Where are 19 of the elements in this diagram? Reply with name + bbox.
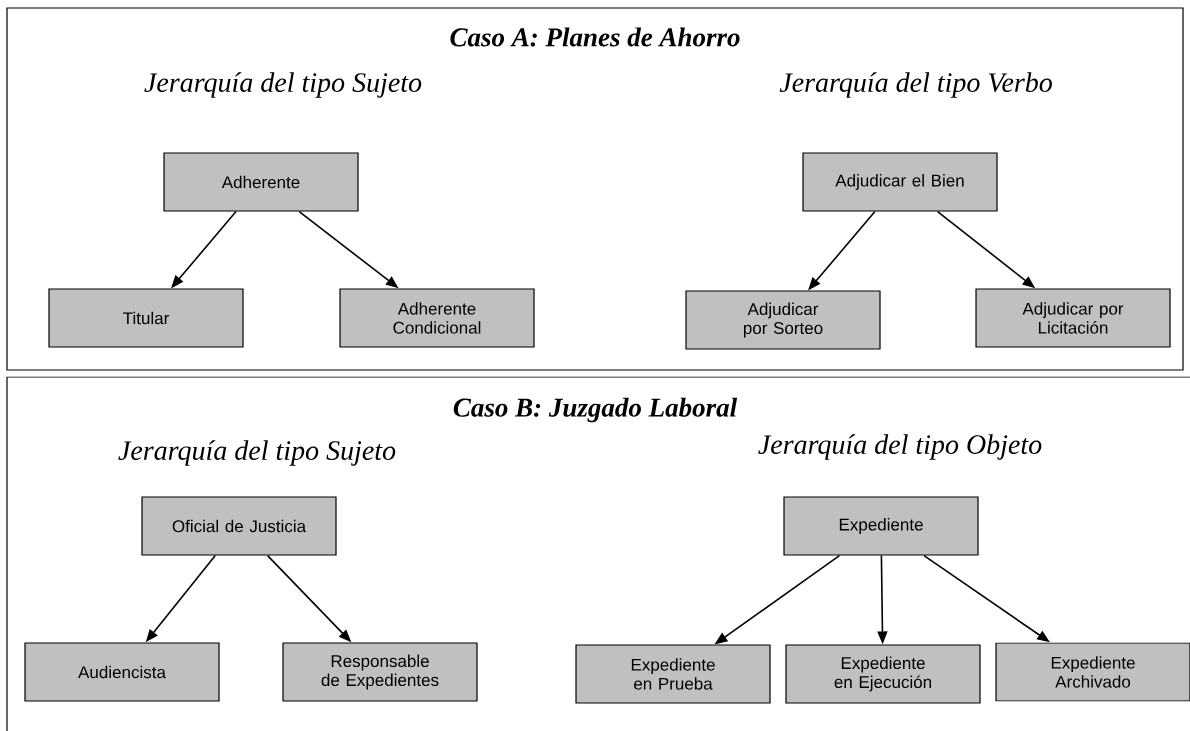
class-box: Expediente Archivado — [995, 642, 1190, 702]
class-box: Adherente — [163, 152, 359, 212]
class-box: Expediente en Prueba — [575, 644, 771, 704]
class-box: Oficial de Justicia — [141, 496, 337, 556]
class-box: Audiencista — [24, 642, 220, 702]
class-box: Titular — [48, 288, 244, 348]
class-box: Adjudicar por Licitación — [975, 288, 1171, 348]
hierarchy-heading: Jerarquía del tipo Objeto — [758, 434, 1042, 460]
class-box: Expediente — [783, 496, 979, 556]
class-box: Expediente en Ejecución — [785, 644, 981, 704]
hierarchy-heading: Jerarquía del tipo Sujeto — [118, 440, 396, 466]
panel-title: Caso B: Juzgado Laboral — [453, 397, 738, 423]
class-box: Responsable de Expedientes — [282, 642, 478, 702]
hierarchy-heading: Jerarquía del tipo Sujeto — [144, 72, 422, 98]
panel-title: Caso A: Planes de Ahorro — [450, 27, 740, 47]
class-box: Adjudicar el Bien — [802, 152, 998, 212]
hierarchy-heading: Jerarquía del tipo Verbo — [779, 72, 1052, 98]
class-box: Adherente Condicional — [339, 288, 535, 348]
class-box: Adjudicar por Sorteo — [685, 290, 881, 350]
